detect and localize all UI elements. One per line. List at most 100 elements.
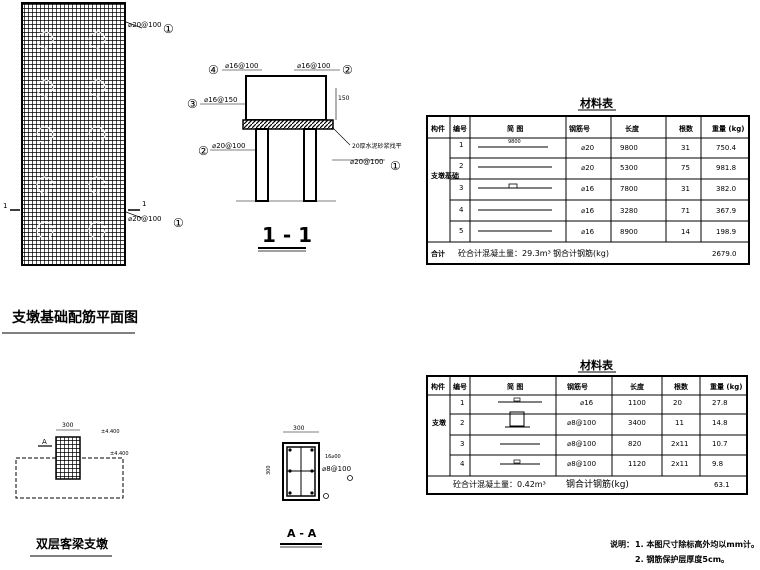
t1-r2-count: 31	[681, 185, 690, 193]
t2-r1-len: 3400	[628, 419, 646, 427]
notes-line2: 2. 钢筋保护层厚度5cm。	[635, 554, 729, 564]
s11-title: 1 - 1	[262, 223, 312, 247]
support-elev1: ±4.400	[101, 429, 120, 435]
t2-r2-bar: ⌀8@100	[567, 440, 596, 448]
t1-r4-len: 8900	[620, 228, 638, 236]
support-rebar-grid	[55, 436, 81, 480]
plan-section-right: 1	[142, 200, 146, 208]
pile-right	[303, 128, 317, 202]
t2-r2-count: 2x11	[671, 440, 689, 448]
notes-line1: 1. 本图尺寸除标高外均以mm计。	[635, 539, 759, 549]
aa-rebar2: ⌀8@100	[322, 465, 351, 473]
t1-footer-concrete: 砼合计混凝土量：29.3m³	[458, 248, 551, 258]
t1-r2-no: 3	[459, 184, 463, 192]
notes-label: 说明：	[610, 539, 634, 549]
t1-r4-wt: 198.9	[716, 228, 736, 236]
t1-r3-count: 71	[681, 207, 690, 215]
t1-h3: 钢筋号	[569, 124, 590, 133]
t2-footer-concrete: 砼合计混凝土量：0.42m³	[453, 479, 546, 489]
plan-mark-bottom: ①	[173, 216, 184, 230]
t2-r1-count: 11	[675, 419, 684, 427]
t1-r1-wt: 981.8	[716, 164, 736, 172]
t2-member: 支墩	[431, 418, 447, 427]
section-1-1: 150 ⌀16@100 ④ ⌀16@100 ② ⌀16@150 ③ ⌀20@10…	[187, 62, 402, 252]
s11-rebar-tr: ⌀16@100	[297, 62, 330, 70]
s11-rebar-tl: ⌀16@100	[225, 62, 258, 70]
notes: 说明： 1. 本图尺寸除标高外均以mm计。 2. 钢筋保护层厚度5cm。	[610, 539, 759, 564]
plan-rebar-grid	[21, 2, 126, 266]
t2-r2-wt: 10.7	[712, 440, 728, 448]
t2-r0-no: 1	[460, 399, 464, 407]
t1-r3-wt: 367.9	[716, 207, 736, 215]
t1-r0-sketch: 9800	[508, 139, 521, 145]
t2-h6: 重量 (kg)	[710, 382, 743, 391]
plan-section-left: 1	[3, 202, 7, 210]
t1-r3-bar: ⌀16	[581, 207, 595, 215]
t1-r2-wt: 382.0	[716, 185, 736, 193]
t1-h1: 编号	[453, 124, 467, 133]
t1-h6: 重量 (kg)	[712, 124, 745, 133]
t1-r0-bar: ⌀20	[581, 144, 594, 152]
t1-h4: 长度	[625, 124, 640, 133]
t2-h2: 简 图	[507, 382, 523, 391]
t1-row: 3 ⌀16 7800 31 382.0	[459, 183, 736, 193]
t2-footer-total: 63.1	[714, 481, 730, 489]
support-elev2: ±4.400	[110, 451, 129, 457]
t2-r2-len: 820	[628, 440, 641, 448]
t2-header-row: 构件 编号 简 图 钢筋号 长度 根数 重量 (kg)	[431, 382, 743, 391]
t1-h2: 简 图	[507, 124, 523, 133]
material-table-1: 材料表 构件 编号 简 图 钢筋号 长度 根数 重量 (kg) 支墩基础 1 9…	[426, 96, 750, 265]
s11-mark-side: ③	[187, 97, 198, 111]
s11-rebar-br: ⌀20@100	[350, 158, 383, 166]
support-label-a: A	[42, 438, 47, 446]
t1-row: 1 9800 ⌀20 9800 31 750.4	[459, 139, 737, 152]
t2-r3-bar: ⌀8@100	[567, 460, 596, 468]
beam-support-view: 300 A ±4.400 ±4.400 双层客梁支墩	[15, 422, 129, 557]
t1-r3-no: 4	[459, 206, 464, 214]
plan-rebar-bottom-label: ⌀20@100	[128, 215, 161, 223]
plan-title: 支墩基础配筋平面图	[11, 309, 138, 326]
t1-r4-bar: ⌀16	[581, 228, 595, 236]
plan-view: ⌀20@100 ① ⌀20@100 ① 1 1 支墩基础配筋平面图	[2, 2, 184, 334]
t1-footer-steel: 钢合计钢筋(kg)	[553, 248, 609, 258]
t2-footer-steel: 钢合计钢筋(kg)	[566, 478, 629, 490]
plan-rebar-top-label: ⌀20@100	[128, 21, 161, 29]
t2-row: 4 ⌀8@100 1120 2x11 9.8	[460, 459, 723, 468]
t2-r0-count: 20	[673, 399, 682, 407]
t1-r1-count: 75	[681, 164, 690, 172]
t1-r1-no: 2	[459, 162, 463, 170]
t2-row: 2 ⌀8@100 3400 11 14.8	[460, 411, 728, 428]
s11-mark-br: ①	[390, 159, 401, 173]
plan-mark-top: ①	[163, 22, 174, 36]
t2-r3-no: 4	[460, 460, 465, 468]
t2-r0-bar: ⌀16	[580, 399, 594, 407]
t1-row: 5 ⌀16 8900 14 198.9	[459, 227, 736, 236]
section-a-a: 300 16⌀00 ⌀8@100 300 A - A	[266, 425, 353, 548]
t1-member: 支墩基础	[430, 171, 459, 180]
t2-h5: 根数	[674, 382, 689, 391]
s11-rebar-pile: ⌀20@100	[212, 142, 245, 150]
t1-r4-count: 14	[681, 228, 690, 236]
t2-h0: 构件	[431, 382, 445, 391]
t2-row: 1 ⌀16 1100 20 27.8	[460, 397, 728, 407]
t1-r3-len: 3280	[620, 207, 638, 215]
t2-r0-len: 1100	[628, 399, 646, 407]
s11-dim: 150	[338, 95, 350, 102]
t2-r3-len: 1120	[628, 460, 646, 468]
t2-r1-wt: 14.8	[712, 419, 728, 427]
pier-cap	[245, 75, 327, 121]
t1-r1-bar: ⌀20	[581, 164, 594, 172]
t2-r3-wt: 9.8	[712, 460, 723, 468]
t1-h0: 构件	[431, 124, 445, 133]
t1-r1-len: 5300	[620, 164, 638, 172]
t2-row: 3 ⌀8@100 820 2x11 10.7	[460, 440, 728, 448]
t1-r4-no: 5	[459, 227, 463, 235]
s11-mark-tr: ②	[342, 63, 353, 77]
t2-r1-no: 2	[460, 419, 464, 427]
s11-mark-tl: ④	[208, 63, 219, 77]
t1-r0-no: 1	[459, 141, 463, 149]
pile-circles	[36, 31, 106, 239]
material-table-2: 材料表 构件 编号 简 图 钢筋号 长度 根数 重量 (kg) 支墩 1 ⌀16…	[426, 358, 748, 495]
t2-r3-count: 2x11	[671, 460, 689, 468]
s11-cover-note: 20厚水泥砂浆找平	[352, 142, 402, 150]
